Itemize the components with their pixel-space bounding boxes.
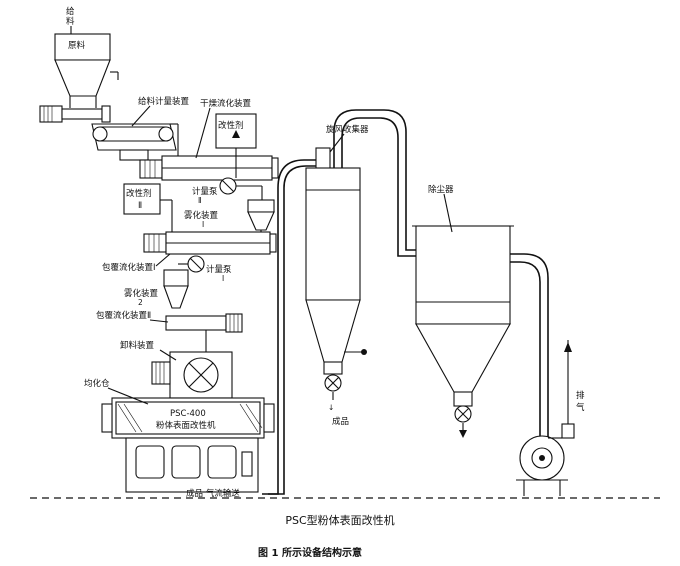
meter-pump1-sub: Ⅱ bbox=[198, 196, 202, 205]
dry-fluid-label: 干燥流化装置 bbox=[200, 98, 252, 109]
atomizer1-label: 雾化装置 bbox=[184, 210, 219, 221]
product-label: 成品 bbox=[332, 416, 349, 427]
coat-fluid2-label: 包覆流化装置Ⅱ bbox=[96, 310, 151, 321]
cyclone-label: 旋风收集器 bbox=[326, 124, 369, 135]
caption: PSC型粉体表面改性机 bbox=[285, 513, 394, 527]
modifier-mid-sub: Ⅱ bbox=[138, 201, 142, 211]
psc-machine bbox=[101, 397, 275, 493]
homog-bin-label: 均化仓 bbox=[84, 378, 110, 389]
metering-pump-upper bbox=[219, 177, 263, 200]
product-arrow: ↓ bbox=[328, 403, 334, 412]
atomizer2-label: 雾化装置 bbox=[124, 288, 159, 299]
feed-motor bbox=[39, 105, 111, 123]
feed-label-top: 给 bbox=[66, 6, 75, 17]
atomizer2-sub: 2 bbox=[138, 298, 143, 307]
atomizer-1 bbox=[247, 199, 275, 234]
coat-fluid1-label: 包覆流化装置Ⅰ bbox=[102, 262, 156, 273]
feed-meter-conveyor bbox=[91, 123, 179, 161]
coating-fluidizing-1 bbox=[143, 231, 277, 255]
machine-name-label: 粉体表面改性机 bbox=[156, 420, 216, 431]
coating-fluidizing-2 bbox=[165, 313, 243, 333]
modifier-tank-mid bbox=[123, 183, 173, 236]
discharge-label: 卸料装置 bbox=[120, 340, 155, 351]
dust-collector bbox=[412, 225, 549, 440]
metering-pump-lower bbox=[178, 255, 205, 273]
meter-pump1-label: 计量泵 bbox=[192, 186, 218, 197]
atomizer-2 bbox=[163, 269, 189, 309]
meter-pump2-sub: Ⅰ bbox=[222, 274, 224, 283]
feed-label-bottom: 料 bbox=[66, 16, 75, 27]
machine-model-label: PSC-400 bbox=[170, 409, 206, 419]
cyclone-collector bbox=[305, 109, 416, 400]
pneumatic-pipe bbox=[262, 159, 316, 495]
exhaust-label-b: 气 bbox=[576, 402, 585, 413]
meter-pump2-label: 计量泵 bbox=[206, 264, 232, 275]
conveying-label: 成品 气流输送 bbox=[186, 488, 240, 499]
dry-fluidizing-device bbox=[139, 155, 279, 181]
modifier-top-label: 改性剂 bbox=[218, 120, 244, 131]
exhaust-label-a: 排 bbox=[576, 390, 585, 401]
modifier-tank-top bbox=[215, 113, 257, 178]
feed-meter-label: 给料计量装置 bbox=[138, 96, 190, 107]
modifier-mid-label: 改性剂 bbox=[126, 188, 152, 199]
exhaust-fan bbox=[516, 340, 575, 496]
raw-material-label: 原料 bbox=[68, 40, 86, 51]
dust-collector-label: 除尘器 bbox=[428, 184, 454, 195]
atomizer1-sub: Ⅰ bbox=[202, 220, 204, 229]
figure-caption: 图 1 所示设备结构示意 bbox=[258, 546, 362, 559]
discharge-device bbox=[151, 330, 233, 399]
feed-hopper bbox=[54, 33, 119, 108]
